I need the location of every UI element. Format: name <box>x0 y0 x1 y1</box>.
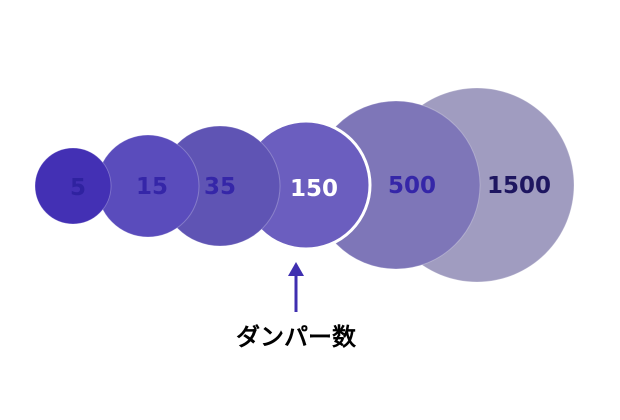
bubble-15-label: 15 <box>136 174 168 200</box>
bubble-35-label: 35 <box>204 174 236 200</box>
bubble-5-label: 5 <box>70 175 86 201</box>
bubble-35: 35 <box>159 125 281 247</box>
pointer: ダンパー数 <box>236 262 357 351</box>
bubble-5: 5 <box>34 147 112 225</box>
pointer-caption: ダンパー数 <box>236 323 357 351</box>
pointer-arrow-head <box>288 262 304 276</box>
bubble-5-circle <box>34 147 112 225</box>
bubble-group: 1500 500 150 35 15 5 <box>34 87 575 283</box>
bubble-150-label: 150 <box>290 176 338 202</box>
bubble-500-label: 500 <box>388 173 436 199</box>
bubble-1500-label: 1500 <box>487 173 551 199</box>
bubble-15: 15 <box>96 134 200 238</box>
